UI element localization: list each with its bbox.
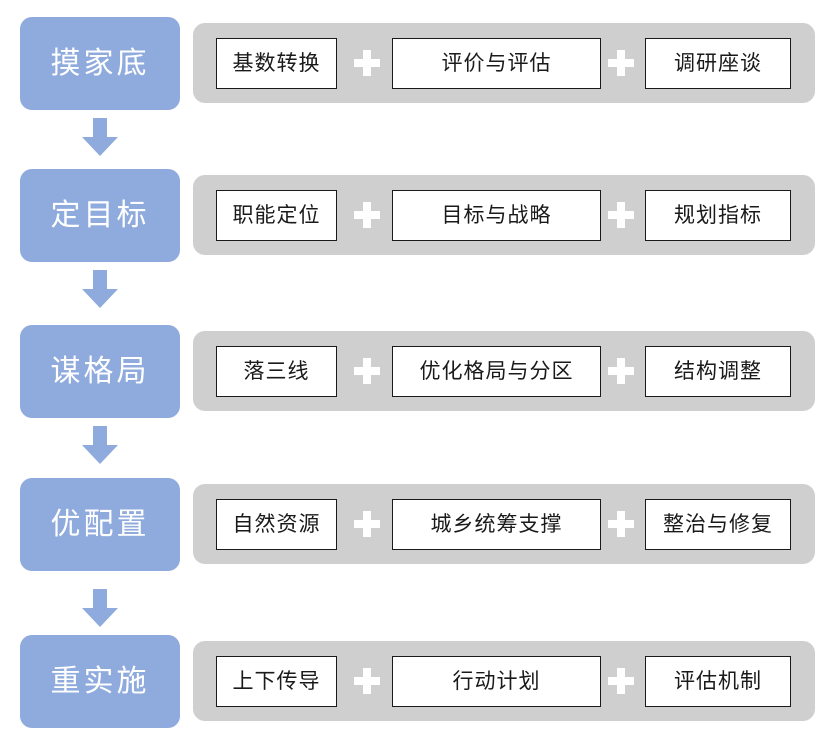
plus-icon: [354, 202, 380, 228]
stage-5-item-1-label: 上下传导: [232, 669, 321, 693]
stage-4-item-3-label: 整治与修复: [663, 512, 773, 536]
plus-icon: [608, 50, 634, 76]
down-arrow-icon-2: [82, 270, 118, 308]
stage-label-5-text: 重实施: [50, 663, 150, 699]
stage-2-item-3-label: 规划指标: [674, 203, 762, 227]
stage-4-item-1-label: 自然资源: [232, 512, 321, 536]
stage-label-3[interactable]: 谋格局: [20, 325, 180, 418]
stage-panel-2: 职能定位 目标与战略 规划指标: [193, 175, 815, 255]
arrow-shaft: [93, 118, 107, 139]
arrow-shaft: [93, 270, 107, 291]
arrow-head: [82, 289, 118, 308]
plus-icon: [608, 358, 634, 384]
stage-4-item-1[interactable]: 自然资源: [216, 499, 337, 550]
stage-row-2: 定目标 职能定位 目标与战略 规划指标: [0, 169, 837, 262]
arrow-shaft: [93, 589, 107, 610]
arrow-head: [82, 445, 118, 464]
stage-5-item-1[interactable]: 上下传导: [216, 656, 337, 707]
stage-3-item-3-label: 结构调整: [674, 359, 762, 383]
stage-1-item-3[interactable]: 调研座谈: [645, 38, 791, 89]
arrow-shaft: [93, 426, 107, 447]
stage-1-item-1[interactable]: 基数转换: [216, 38, 337, 89]
stage-2-item-3[interactable]: 规划指标: [645, 190, 791, 241]
down-arrow-icon-3: [82, 426, 118, 464]
stage-1-item-2[interactable]: 评价与评估: [392, 38, 601, 89]
plus-icon: [608, 202, 634, 228]
plus-icon: [354, 668, 380, 694]
plus-icon: [354, 358, 380, 384]
stage-panel-3: 落三线 优化格局与分区 结构调整: [193, 331, 815, 411]
stage-label-2-text: 定目标: [50, 197, 150, 233]
down-arrow-icon-4: [82, 589, 118, 627]
stage-label-1[interactable]: 摸家底: [20, 17, 180, 110]
plus-icon: [354, 50, 380, 76]
plus-icon: [608, 668, 634, 694]
stage-label-4-text: 优配置: [50, 506, 150, 542]
stage-3-item-2[interactable]: 优化格局与分区: [392, 346, 601, 397]
stage-panel-5: 上下传导 行动计划 评估机制: [193, 641, 815, 721]
stage-label-3-text: 谋格局: [50, 353, 150, 389]
stage-2-item-1-label: 职能定位: [232, 203, 321, 227]
stage-label-2[interactable]: 定目标: [20, 169, 180, 262]
down-arrow-icon-1: [82, 118, 118, 156]
stage-5-item-3[interactable]: 评估机制: [645, 656, 791, 707]
stage-3-item-1[interactable]: 落三线: [216, 346, 337, 397]
stage-3-item-2-label: 优化格局与分区: [419, 359, 574, 383]
stage-4-item-2-label: 城乡统筹支撑: [430, 512, 563, 536]
stage-4-item-3[interactable]: 整治与修复: [645, 499, 791, 550]
stage-row-5: 重实施 上下传导 行动计划 评估机制: [0, 635, 837, 728]
arrow-head: [82, 137, 118, 156]
stage-2-item-2-label: 目标与战略: [441, 203, 552, 227]
stage-3-item-1-label: 落三线: [243, 359, 310, 383]
stage-label-5[interactable]: 重实施: [20, 635, 180, 728]
stage-5-item-3-label: 评估机制: [674, 669, 762, 693]
stage-panel-1: 基数转换 评价与评估 调研座谈: [193, 23, 815, 103]
stage-2-item-1[interactable]: 职能定位: [216, 190, 337, 241]
stage-1-item-1-label: 基数转换: [232, 51, 321, 75]
stage-panel-4: 自然资源 城乡统筹支撑 整治与修复: [193, 484, 815, 564]
stage-3-item-3[interactable]: 结构调整: [645, 346, 791, 397]
stage-5-item-2[interactable]: 行动计划: [392, 656, 601, 707]
plus-icon: [354, 511, 380, 537]
arrow-head: [82, 608, 118, 627]
stage-5-item-2-label: 行动计划: [452, 669, 541, 693]
stage-2-item-2[interactable]: 目标与战略: [392, 190, 601, 241]
stage-label-1-text: 摸家底: [50, 45, 150, 81]
plus-icon: [608, 511, 634, 537]
stage-4-item-2[interactable]: 城乡统筹支撑: [392, 499, 601, 550]
stage-row-1: 摸家底 基数转换 评价与评估 调研座谈: [0, 17, 837, 110]
stage-1-item-3-label: 调研座谈: [674, 51, 762, 75]
stage-row-3: 谋格局 落三线 优化格局与分区 结构调整: [0, 325, 837, 418]
stage-row-4: 优配置 自然资源 城乡统筹支撑 整治与修复: [0, 478, 837, 571]
stage-label-4[interactable]: 优配置: [20, 478, 180, 571]
stage-1-item-2-label: 评价与评估: [441, 51, 552, 75]
